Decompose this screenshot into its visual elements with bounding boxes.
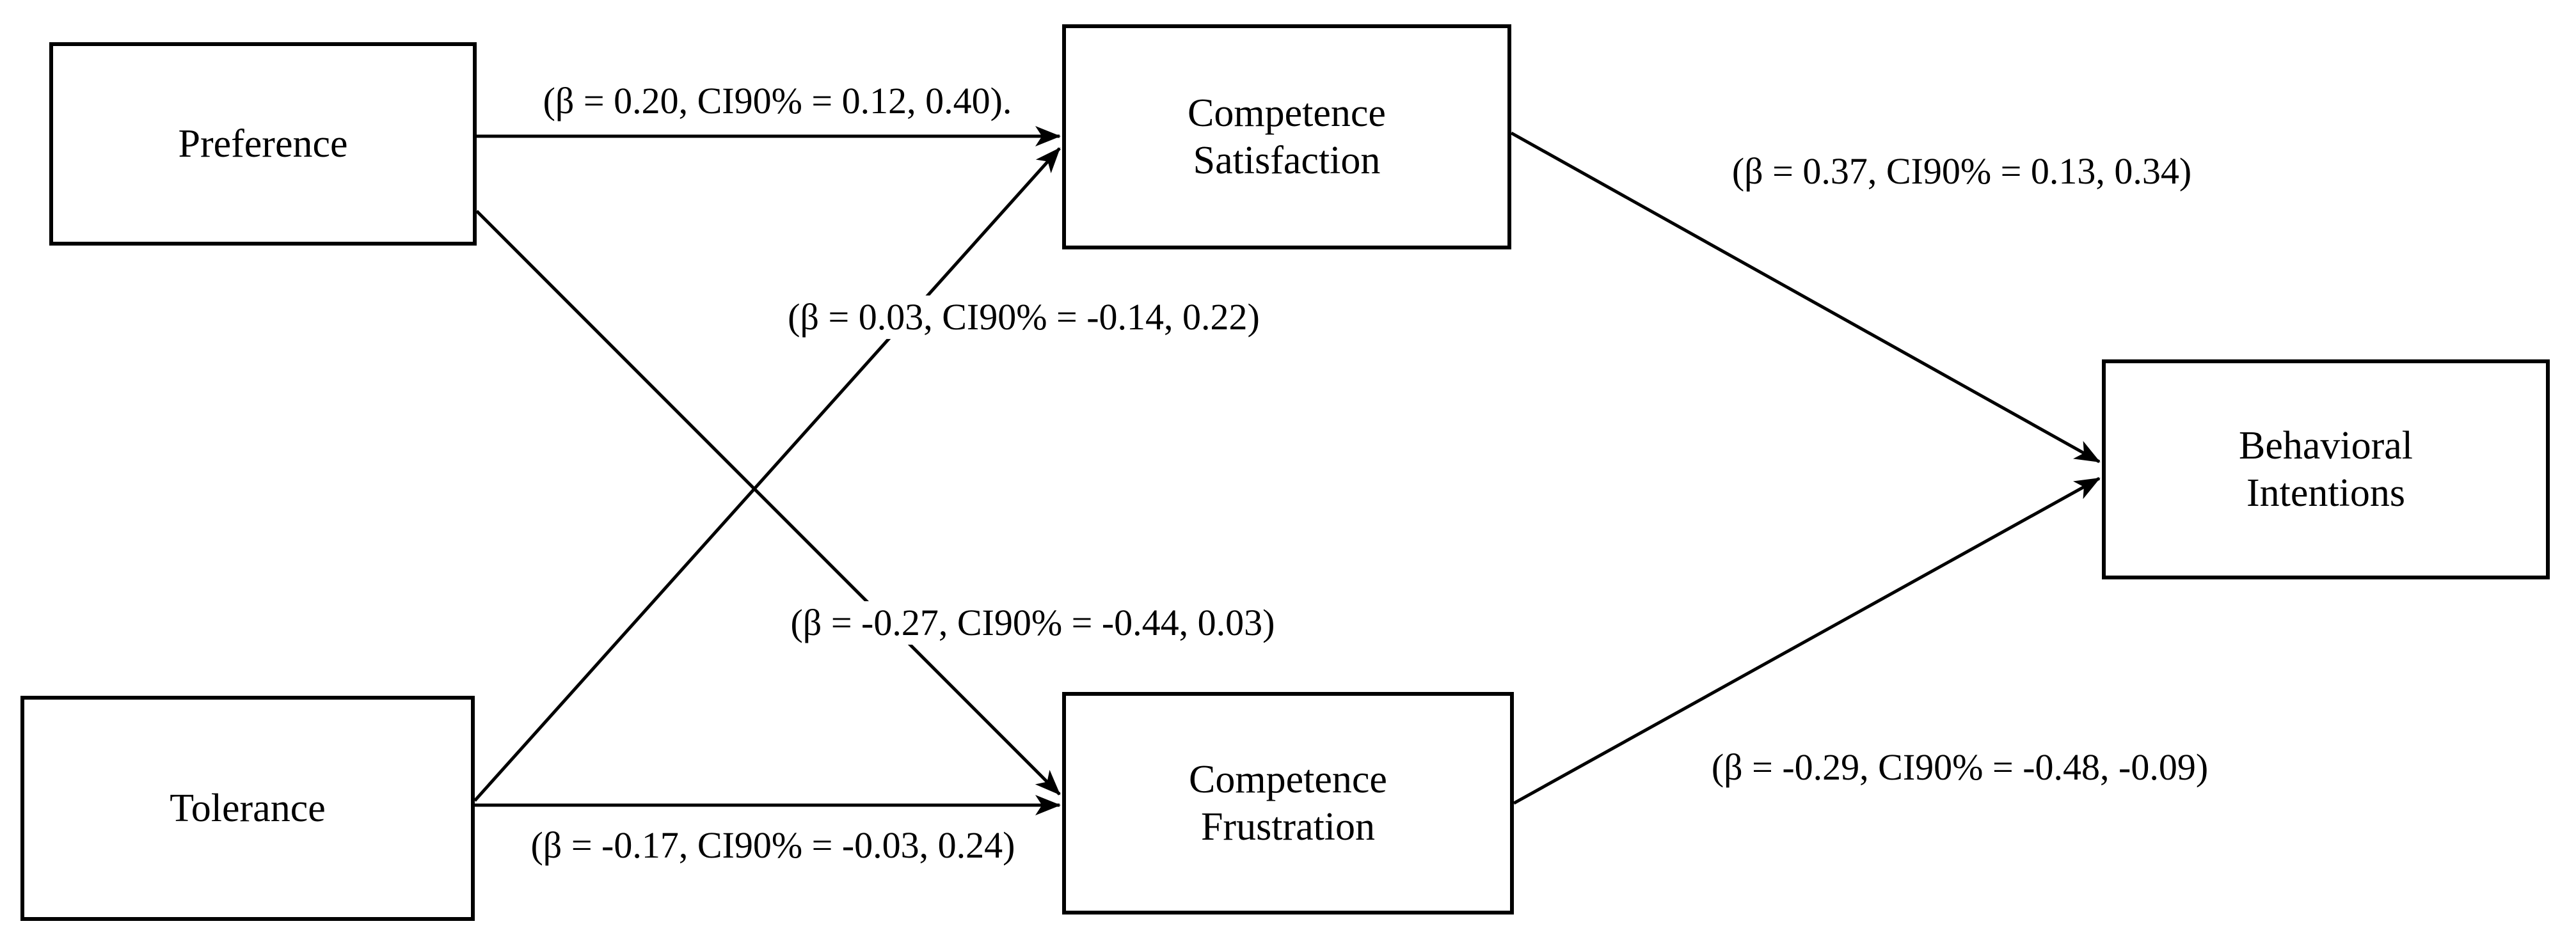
node-competence-frustration-label-line1: Competence: [1189, 757, 1387, 801]
path-label-preference-to-frustration: (β = -0.27, CI90% = -0.44, 0.03): [783, 601, 1283, 645]
path-label-preference-to-satisfaction: (β = 0.20, CI90% = 0.12, 0.40).: [543, 80, 1012, 122]
path-label-satisfaction-to-behavioral: (β = 0.37, CI90% = 0.13, 0.34): [1731, 150, 2192, 192]
path-label-frustration-to-behavioral: (β = -0.29, CI90% = -0.48, -0.09): [1711, 746, 2209, 789]
path-label-tolerance-to-satisfaction: (β = 0.03, CI90% = -0.14, 0.22): [780, 295, 1268, 339]
path-label-tolerance-to-frustration: (β = -0.17, CI90% = -0.03, 0.24): [530, 824, 1015, 867]
node-behavioral-intentions-label-line2: Intentions: [2246, 471, 2405, 515]
node-preference: Preference: [49, 42, 477, 246]
node-tolerance: Tolerance: [20, 696, 475, 921]
arrow-frustration-to-behavioral: [1513, 476, 2101, 805]
node-competence-frustration: Competence Frustration: [1062, 692, 1514, 915]
node-preference-label: Preference: [178, 122, 348, 166]
node-behavioral-intentions: Behavioral Intentions: [2102, 359, 2550, 579]
node-behavioral-intentions-label-line1: Behavioral: [2238, 423, 2413, 467]
node-competence-satisfaction: Competence Satisfaction: [1062, 24, 1511, 249]
arrow-tolerance-to-satisfaction: [473, 147, 1061, 802]
arrow-preference-to-frustration: [475, 210, 1061, 796]
arrow-satisfaction-to-behavioral: [1510, 131, 2101, 464]
node-tolerance-label: Tolerance: [170, 786, 326, 830]
node-competence-satisfaction-label-line1: Competence: [1188, 91, 1386, 135]
node-competence-frustration-label-line2: Frustration: [1200, 805, 1376, 849]
node-competence-satisfaction-label-line2: Satisfaction: [1193, 139, 1381, 182]
